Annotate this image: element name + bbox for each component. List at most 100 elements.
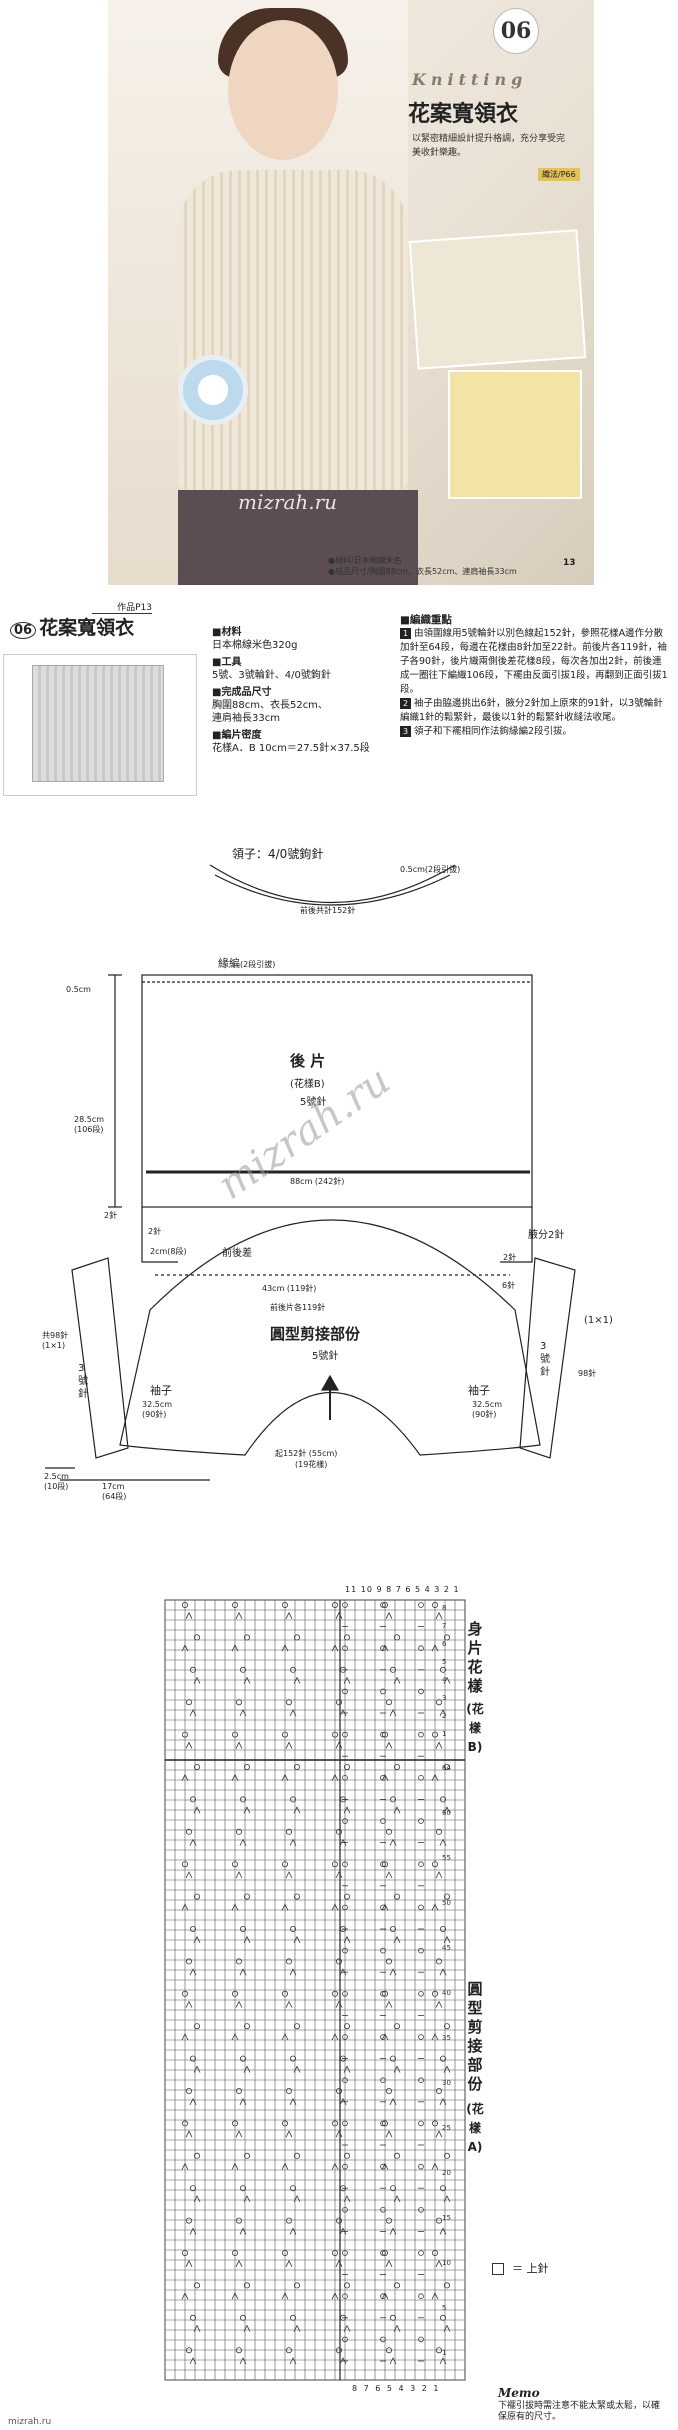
chart-row-number-b: 3 [442,1694,446,1702]
decrease-mark [181,1773,189,1781]
yarn-over-mark [181,1731,188,1738]
yarn-over-mark [243,1634,250,1641]
yarn-over-mark [231,2120,238,2127]
memo-title: Memo [498,2386,540,2400]
chart-row-number-b: 8 [442,1604,446,1612]
chart-row-number-b: 4 [442,1676,447,1684]
cover-description: 以緊密精細設計提升格調，充分享受完美收針樂趣。 [412,134,566,158]
yarn-over-mark [418,1818,424,1824]
yarn-over-mark [431,1990,438,1997]
yarn-over-mark [439,1666,446,1673]
hem-label: 緣編(2段引拔) [218,957,276,970]
right-2st: 2針 [503,1253,517,1262]
yoke-outline [119,1219,541,1456]
decrease-mark [389,2097,397,2105]
decrease-mark [389,1968,397,1976]
yarn-over-mark [380,2120,386,2127]
decrease-mark [393,1935,401,1943]
decrease-mark [431,1773,439,1781]
decrease-mark [443,2195,451,2203]
yarn-over-mark [189,2185,196,2192]
yarn-over-mark [418,2336,424,2343]
yarn-over-mark [342,1904,348,1911]
watermark: mizrah.ru [238,490,338,514]
series-label: Knitting [412,70,528,89]
decrease-mark [189,1838,197,1846]
decrease-mark [389,2227,397,2235]
decrease-mark [231,2033,239,2041]
yarn-over-mark [435,1828,442,1835]
yoke-title: 圓型剪接部份 [270,1325,361,1343]
decrease-mark [435,2259,443,2267]
decrease-mark [343,2324,351,2332]
yarn-over-mark [185,2347,192,2354]
decrease-mark [235,1741,243,1749]
yarn-over-mark [289,2314,296,2321]
decrease-mark [331,1773,339,1781]
yarn-over-mark [343,2282,350,2289]
yarn-over-mark [193,1764,200,1771]
decrease-mark [185,2130,193,2138]
label-pattern-b: (花樣B) [466,1702,484,1754]
decrease-mark [439,2227,447,2235]
yarn-over-mark [335,1699,342,1706]
yarn-over-mark [235,2347,242,2354]
decrease-mark [443,2065,451,2073]
yarn-over-mark [243,2282,250,2289]
yarn-over-mark [235,2087,242,2094]
decrease-mark [331,2162,339,2170]
yarn-over-mark [380,1731,386,1738]
chart-row-number-b: 5 [442,1658,446,1666]
yarn-over-mark [380,2336,386,2343]
yarn-over-mark [189,1666,196,1673]
yarn-over-mark [380,2077,386,2084]
yarn-over-mark [231,2249,238,2256]
decrease-mark [185,1741,193,1749]
yarn-over-mark [185,1828,192,1835]
decrease-mark [293,1806,301,1814]
decrease-mark [393,2195,401,2203]
yarn-over-mark [435,1958,442,1965]
collar-curve [209,864,456,903]
back-body-outline [141,974,533,1208]
yarn-over-mark [331,1602,338,1609]
yarn-over-mark [181,2249,188,2256]
yarn-over-mark [418,2120,424,2127]
decrease-mark [281,2033,289,2041]
decrease-mark [285,2000,293,2008]
decrease-mark [393,2065,401,2073]
yarn-over-mark [185,1699,192,1706]
rib-left: 共98針(1×1) [42,1331,69,1350]
yarn-over-mark [380,2293,386,2300]
yarn-over-mark [380,1947,386,1954]
decrease-mark [281,2292,289,2300]
yarn-over-mark [181,1990,188,1997]
decrease-mark [289,2097,297,2105]
sleeve-dim-right: 32.5cm(90針) [472,1400,503,1419]
right-6st: 6針 [502,1281,516,1290]
yarn-over-mark [418,2034,424,2040]
top-05: 0.5cm [66,985,91,994]
yarn-over-mark [418,2293,424,2300]
decrease-mark [181,1903,189,1911]
chart-row-number: 15 [442,2214,451,2222]
yarn-over-mark [289,1666,296,1673]
yarn-over-mark [385,1699,392,1706]
decrease-mark [289,1968,297,1976]
yarn-over-mark [243,1764,250,1771]
decrease-mark [193,1935,201,1943]
left-sleeve-outline [71,1257,129,1459]
yarn-over-mark [331,1731,338,1738]
yarn-over-mark [381,1602,388,1609]
yarn-over-mark [418,1688,424,1695]
decrease-mark [331,2033,339,2041]
decrease-mark [381,2162,389,2170]
yarn-over-mark [393,1893,400,1900]
yarn-over-mark [381,1731,388,1738]
yarn-over-mark [435,2217,442,2224]
yarn-over-mark [381,2120,388,2127]
width-88: 88cm (242針) [290,1177,345,1186]
yarn-over-mark [342,2034,348,2040]
